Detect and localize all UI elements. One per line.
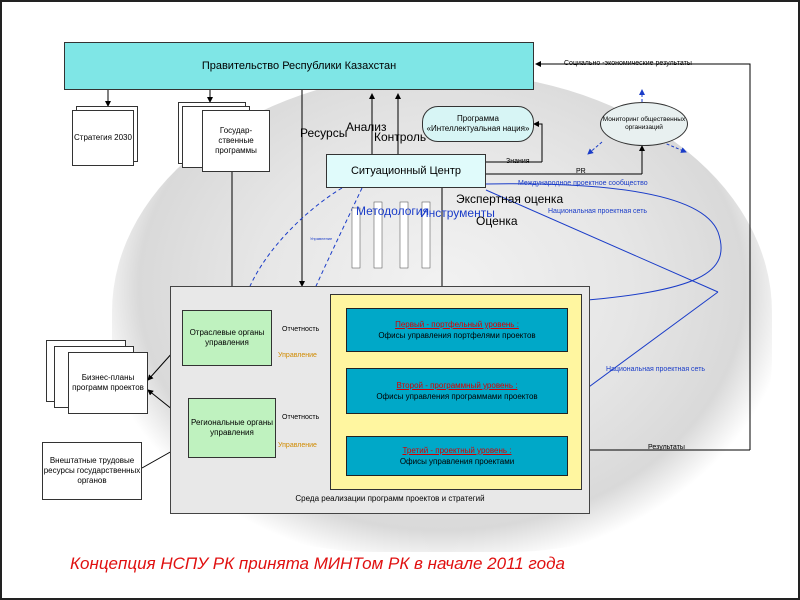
label-socio-economic: Социально -экономические результаты bbox=[564, 60, 692, 67]
business-plans-doc: Бизнес-планы программ проектов bbox=[68, 352, 148, 414]
level-program-title: Второй - программный уровень : bbox=[396, 381, 518, 390]
label-results: Результаты bbox=[648, 444, 685, 451]
label-management-1: Управление bbox=[278, 352, 317, 359]
label-methodology: Методология bbox=[356, 204, 429, 218]
level-program-sub: Офисы управления программами проектов bbox=[376, 392, 538, 401]
sectoral-bodies-box: Отраслевые органы управления bbox=[182, 310, 272, 366]
environment-label: Среда реализации программ проектов и стр… bbox=[295, 494, 485, 503]
outsourced-resources-box: Внештатные трудовые ресурсы государствен… bbox=[42, 442, 142, 500]
label-national-network-2: Национальная проектная сеть bbox=[606, 366, 706, 373]
level-portfolio-sub: Офисы управления портфелями проектов bbox=[378, 331, 536, 340]
government-box: Правительство Республики Казахстан bbox=[64, 42, 534, 90]
label-reporting-2: Отчетность bbox=[282, 414, 320, 421]
level-program: Второй - программный уровень : Офисы упр… bbox=[346, 368, 568, 414]
label-knowledge: Знания bbox=[506, 158, 530, 165]
state-programs-doc: Государ-ственные программы bbox=[202, 110, 270, 172]
label-management-2: Управление bbox=[278, 442, 317, 449]
situation-center-box: Ситуационный Центр bbox=[326, 154, 486, 188]
label-tools: Инструменты bbox=[420, 206, 495, 220]
label-analysis: Анализ bbox=[346, 120, 387, 134]
label-resources: Ресурсы bbox=[300, 126, 348, 140]
label-expert-assessment: Экспертная оценка bbox=[456, 192, 564, 206]
label-pr: PR bbox=[576, 168, 586, 175]
level-project-sub: Офисы управления проектами bbox=[399, 457, 515, 466]
label-control: Контроль bbox=[374, 130, 427, 144]
label-small-blue: Управление bbox=[310, 236, 333, 241]
level-project-title: Третий - проектный уровень : bbox=[402, 446, 512, 455]
strategy-doc: Стратегия 2030 bbox=[72, 110, 134, 166]
level-portfolio: Первый - портфельный уровень : Офисы упр… bbox=[346, 308, 568, 352]
label-assessment: Оценка bbox=[476, 214, 518, 228]
regional-bodies-box: Региональные органы управления bbox=[188, 398, 276, 458]
level-portfolio-title: Первый - портфельный уровень : bbox=[395, 320, 519, 329]
program-intellectual-nation: Программа «Интеллектуальная нация» bbox=[422, 106, 534, 142]
label-national-network: Национальная проектная сеть bbox=[548, 208, 648, 215]
label-intl-community: Международное проектное сообщество bbox=[518, 180, 648, 187]
caption: Концепция НСПУ РК принята МИНТом РК в на… bbox=[70, 554, 565, 573]
level-project: Третий - проектный уровень : Офисы управ… bbox=[346, 436, 568, 476]
monitoring-organizations: Мониторинг общественных организаций bbox=[600, 102, 688, 146]
label-reporting-1: Отчетность bbox=[282, 326, 320, 333]
